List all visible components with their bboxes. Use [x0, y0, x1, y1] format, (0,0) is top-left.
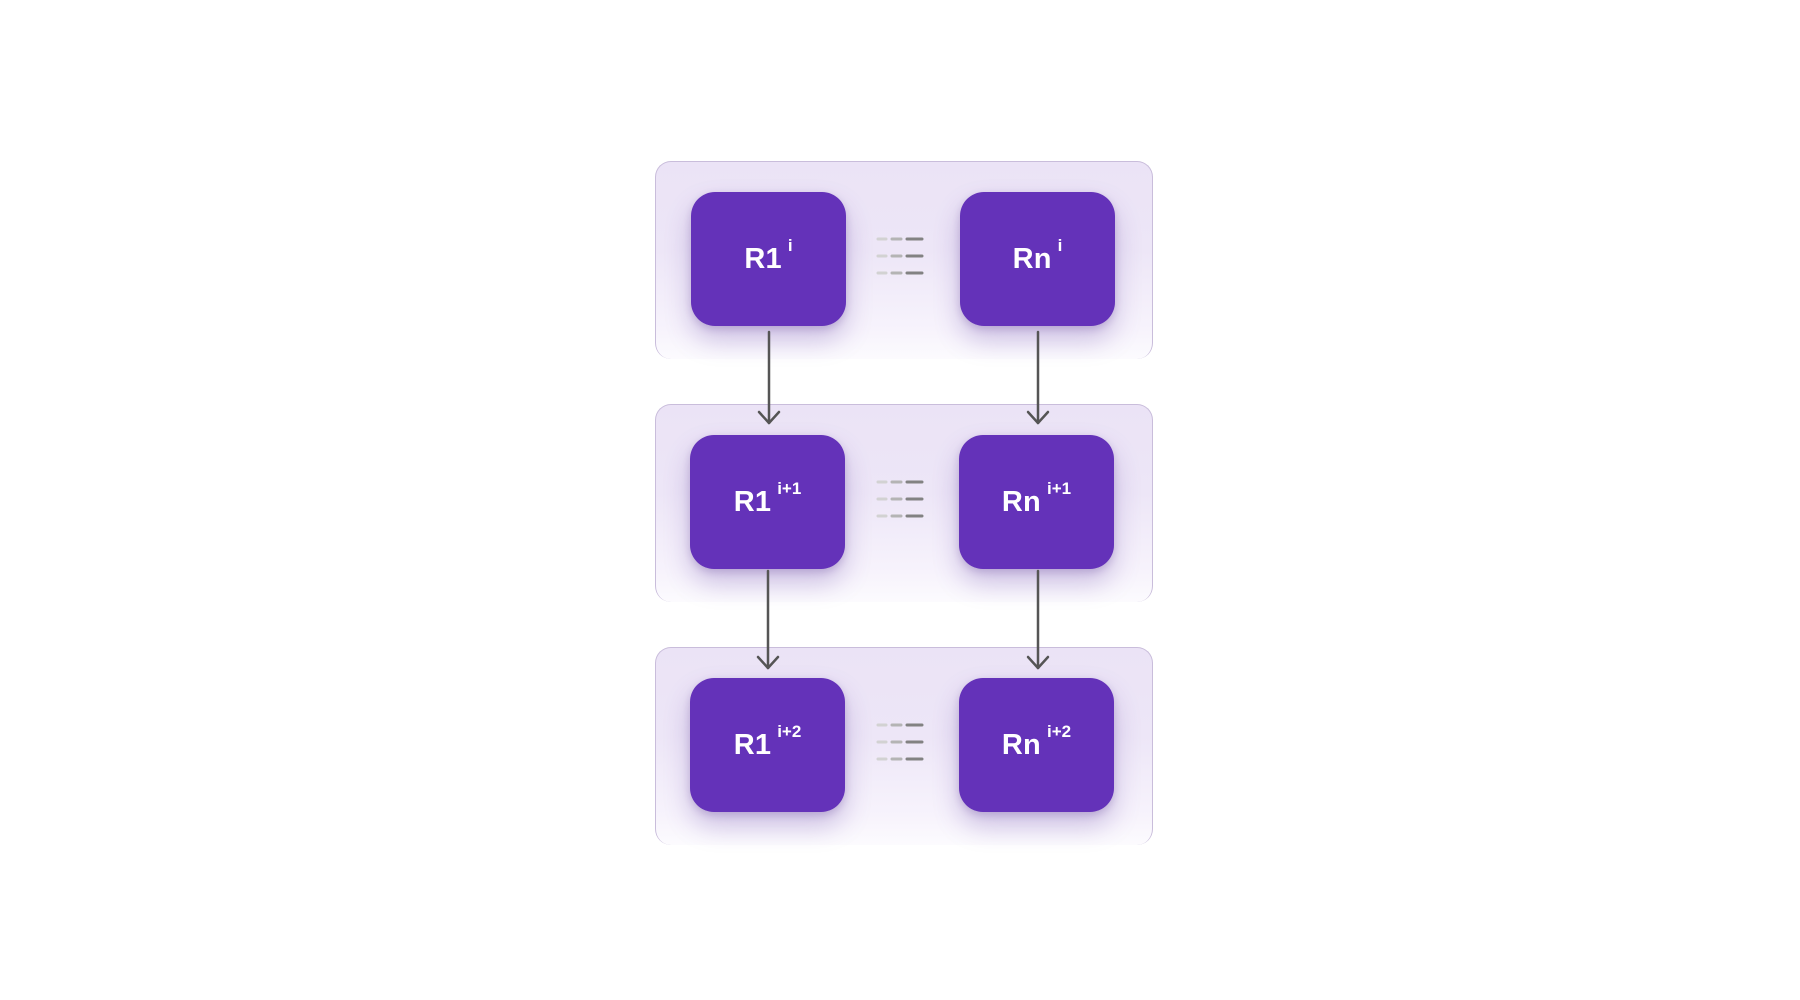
node-r1-i-plus-1[interactable]: R1 i+1 [690, 435, 845, 569]
node-superscript: i [787, 236, 793, 255]
node-r1-i[interactable]: R1 i [691, 192, 846, 326]
node-rn-i[interactable]: Rn i [960, 192, 1115, 326]
ellipsis-icon [876, 723, 924, 761]
node-superscript: i+2 [1046, 722, 1072, 741]
node-superscript: i+1 [1046, 479, 1072, 498]
node-label: Rn [1012, 243, 1052, 275]
node-label: Rn [1001, 486, 1041, 518]
node-superscript: i+1 [777, 479, 802, 498]
node-r1-i-plus-2[interactable]: R1 i+2 [690, 678, 845, 812]
node-rn-i-plus-2[interactable]: Rn i+2 [959, 678, 1114, 812]
node-superscript: i [1057, 236, 1063, 255]
node-label: R1 [733, 486, 772, 518]
node-label: R1 [744, 243, 782, 275]
node-superscript: i+2 [777, 722, 802, 741]
node-rn-i-plus-1[interactable]: Rn i+1 [959, 435, 1114, 569]
ellipsis-icon [876, 480, 924, 518]
node-label: R1 [733, 729, 772, 761]
ellipsis-icon [876, 237, 924, 275]
node-label: Rn [1001, 729, 1041, 761]
